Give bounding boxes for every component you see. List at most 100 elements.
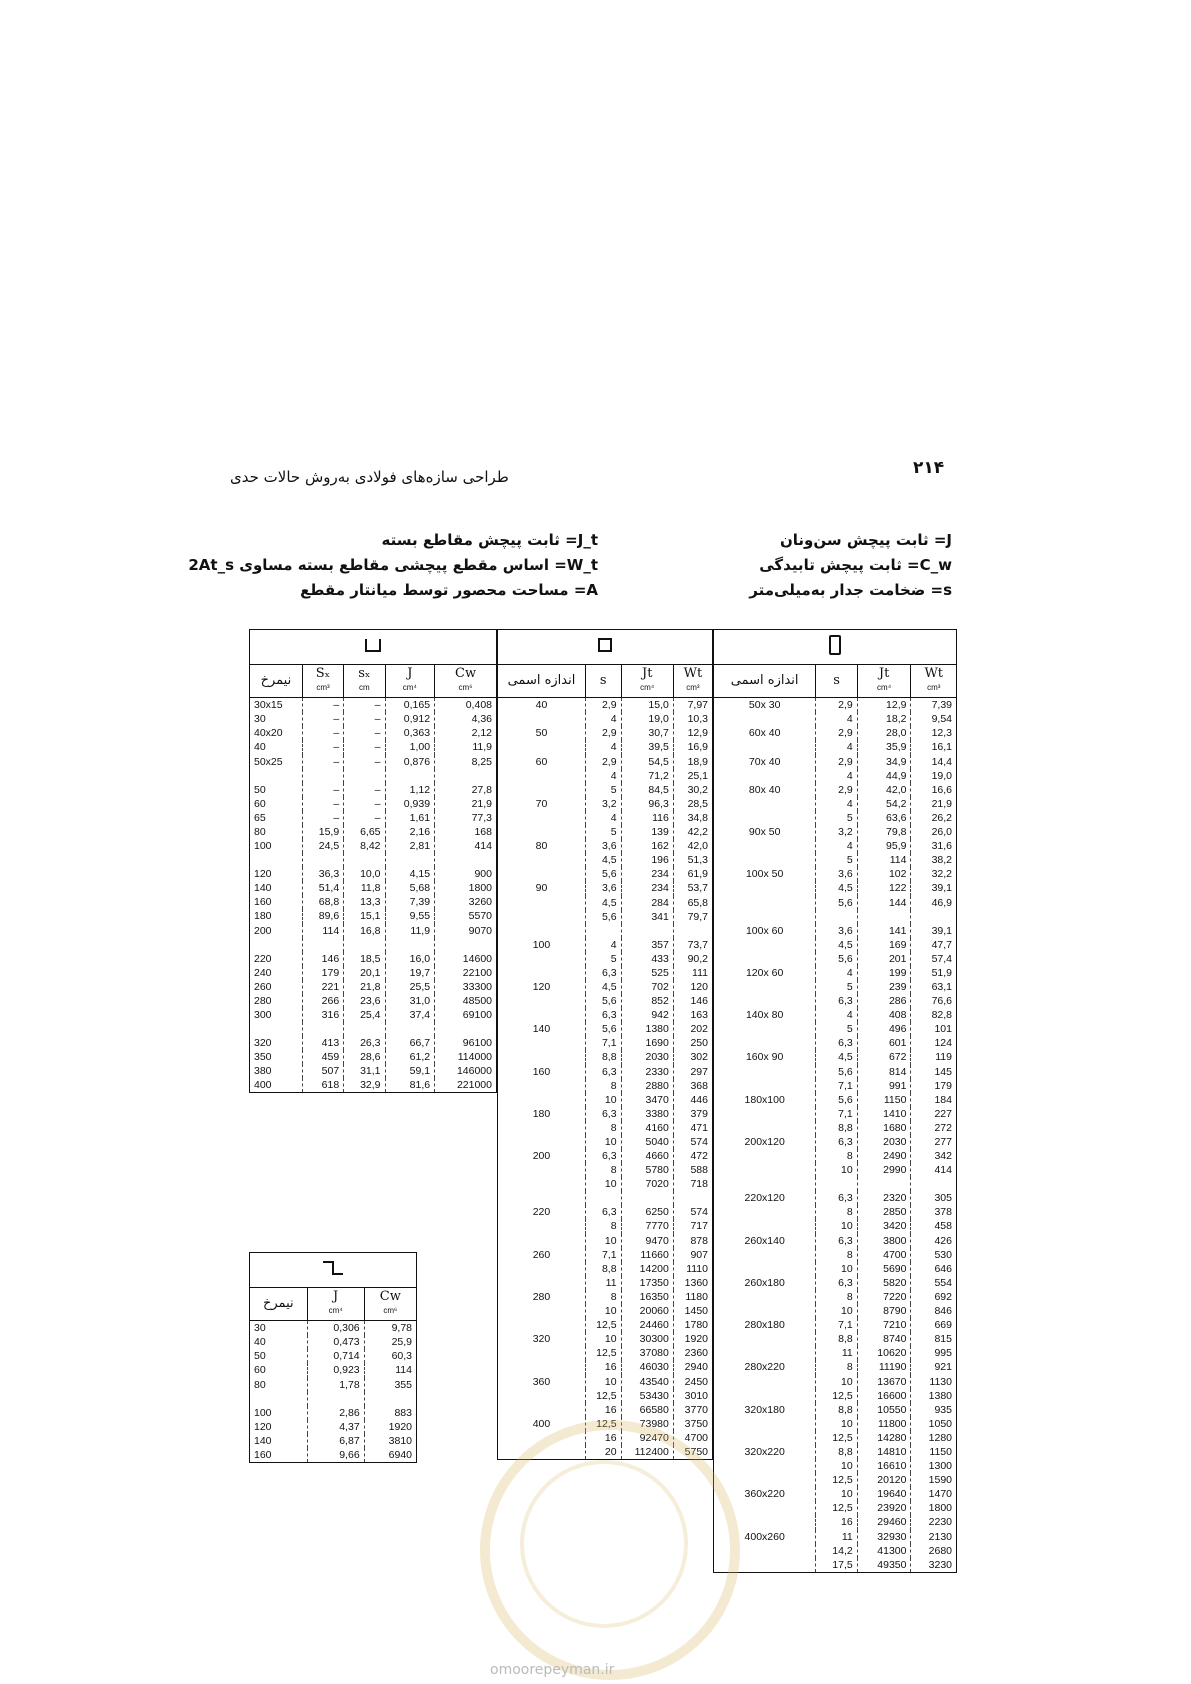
table-cell: 120 <box>249 1419 308 1434</box>
table-cell <box>712 1332 817 1347</box>
legend-line: W_t= اساس مقطع پیچشی مقاطع بسته مساوی 2A… <box>188 556 598 574</box>
table-cell: 47,7 <box>910 937 957 952</box>
table-cell: 61,9 <box>672 867 714 882</box>
table-cell: 200x120 <box>712 1135 817 1150</box>
col-profile: نیمرخ <box>249 1286 308 1322</box>
table-cell: 70x 40 <box>712 754 817 769</box>
table-cell <box>712 909 817 924</box>
table-cell: 63,6 <box>856 810 912 826</box>
table-cell <box>712 1120 817 1135</box>
table-cell: 2940 <box>672 1360 714 1375</box>
table-cell <box>384 1022 436 1037</box>
table-cell <box>712 1346 817 1361</box>
table-cell: 100x 60 <box>712 923 817 938</box>
table-cell: 8,42 <box>343 839 386 854</box>
table-cell: 601 <box>856 1036 912 1051</box>
table-cell: 120 <box>497 979 586 995</box>
table-cell <box>301 1022 345 1037</box>
table-cell: 145 <box>910 1064 957 1079</box>
table-cell: 120 <box>672 979 714 995</box>
table-cell <box>497 1120 586 1135</box>
table-cell: 17,5 <box>815 1557 858 1573</box>
table-cell: 32930 <box>856 1529 912 1544</box>
table-cell: 3,6 <box>584 881 622 896</box>
table-cell: 140 <box>249 881 303 896</box>
table-cell: 11 <box>815 1529 858 1544</box>
table-cell <box>620 1191 674 1206</box>
table-cell: 907 <box>672 1247 714 1262</box>
table-cell: 114000 <box>434 1050 497 1065</box>
table-cell: 16 <box>815 1515 858 1530</box>
table-cell: 4,5 <box>584 979 622 995</box>
table-cell: 341 <box>620 909 674 924</box>
table-cell: 5040 <box>620 1135 674 1150</box>
table-cell: 302 <box>672 1050 714 1065</box>
table-cell <box>712 1177 817 1192</box>
table-cell: 3770 <box>672 1402 714 1417</box>
table-cell: 39,1 <box>910 881 957 896</box>
table-cell: 7,1 <box>584 1247 622 1262</box>
table-cell: 846 <box>910 1304 957 1319</box>
table-cell: 120x 60 <box>712 965 817 980</box>
table-cell: 34,9 <box>856 754 912 769</box>
table-cell <box>712 796 817 811</box>
table-cell: 1800 <box>910 1501 957 1516</box>
table-cell: 11190 <box>856 1360 912 1375</box>
table-cell: 36,3 <box>301 867 345 882</box>
table-cell: – <box>343 712 386 727</box>
table-cell: 1280 <box>910 1430 957 1445</box>
table-cell <box>343 768 386 783</box>
table-cell: – <box>301 810 345 825</box>
table-cell: 16,1 <box>910 740 957 755</box>
table-cell: 89,6 <box>301 909 345 924</box>
table-cell: 8 <box>815 1247 858 1262</box>
table-cell: 146000 <box>434 1064 497 1079</box>
table-cell: 11660 <box>620 1247 674 1262</box>
table-cell: 70 <box>497 796 586 811</box>
table-cell <box>712 994 817 1009</box>
table-cell: 6,3 <box>815 1036 858 1051</box>
table-cell: 7,1 <box>584 1036 622 1051</box>
table-cell: 5,68 <box>384 881 436 896</box>
table-cell: 717 <box>672 1219 714 1234</box>
table-cell <box>672 923 714 938</box>
table-cell: 79,8 <box>856 825 912 840</box>
table-cell <box>712 937 817 952</box>
table-cell <box>343 1022 386 1037</box>
table-cell: 46,9 <box>910 895 957 910</box>
table-cell: 3010 <box>672 1388 714 1403</box>
table-cell: 84,5 <box>620 782 674 797</box>
table-cell <box>497 1191 586 1206</box>
table-cell: 51,3 <box>672 853 714 868</box>
table-cell: 184 <box>910 1092 957 1107</box>
table-cell: 114 <box>856 853 912 868</box>
table-cell: 2490 <box>856 1149 912 1164</box>
table-cell <box>712 1416 817 1431</box>
table-cell: 11800 <box>856 1416 912 1431</box>
table-cell: 342 <box>910 1149 957 1164</box>
